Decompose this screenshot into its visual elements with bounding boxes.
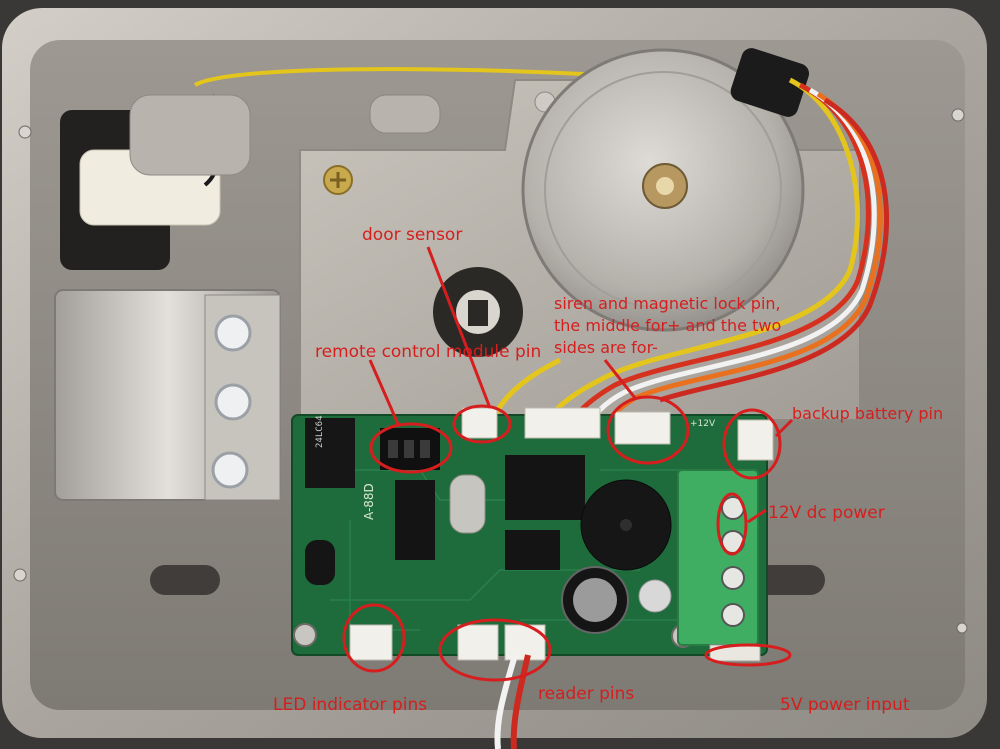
pcb-voltage-label: +12V	[690, 419, 716, 429]
annotation-highlights	[342, 395, 792, 682]
floor-slot	[755, 565, 825, 595]
terminal-block	[677, 469, 759, 646]
label-door-sensor: door sensor	[362, 225, 463, 245]
label-reader-pins: reader pins	[538, 684, 635, 704]
label-backup-battery-pin: backup battery pin	[792, 404, 944, 423]
led	[211, 451, 249, 489]
label-12v-dc-power: 12V dc power	[768, 503, 885, 523]
pcb-model-label: A-88D	[362, 483, 376, 520]
siren-connector	[524, 407, 601, 439]
motor-connector	[730, 48, 810, 117]
mcu-chip	[395, 480, 435, 560]
led-connector	[349, 624, 393, 661]
annotation-pointers	[368, 246, 794, 524]
label-led-indicator-pins: LED indicator pins	[273, 695, 428, 715]
label-5v-power-input: 5V power input	[780, 695, 910, 715]
eeprom-chip	[305, 418, 355, 488]
reader-connector	[457, 624, 499, 661]
driver-chip	[505, 455, 585, 520]
label-remote-control-module-pin: remote control module pin	[315, 342, 542, 362]
door-sensor-connector	[461, 407, 498, 439]
led	[214, 383, 252, 421]
led	[214, 314, 252, 352]
label-siren-magnetic-lock-pin: siren and magnetic lock pin, the middle …	[554, 294, 782, 357]
battery-connector	[737, 419, 774, 461]
chip-label: 24LC64	[315, 415, 325, 448]
floor-slot	[150, 565, 220, 595]
crystal	[449, 474, 486, 534]
